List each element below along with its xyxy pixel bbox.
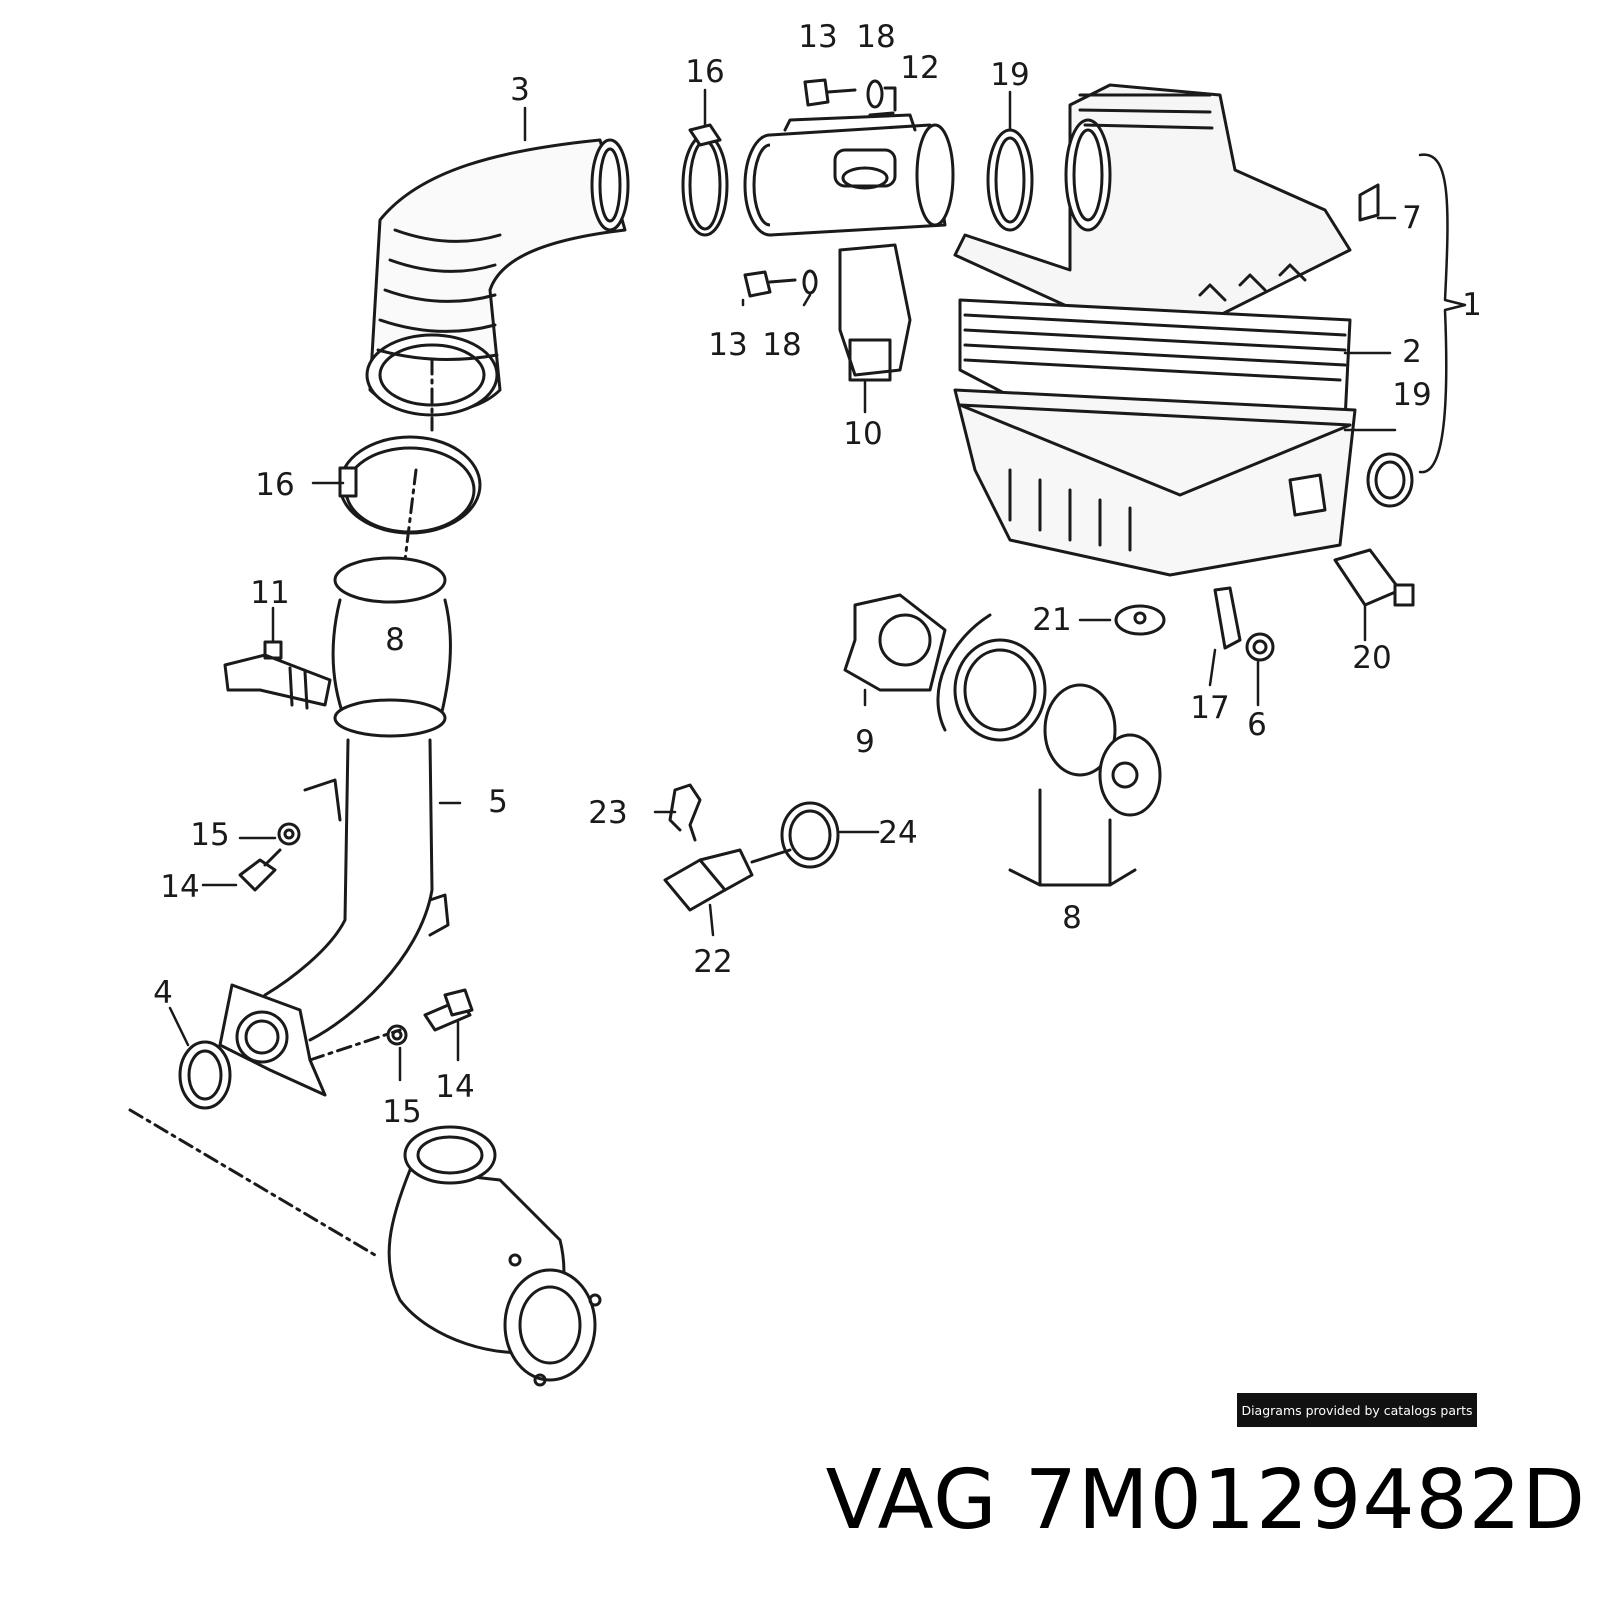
callout-24: 24 — [878, 815, 917, 851]
callout-18-mid: 18 — [762, 327, 801, 363]
air-filter-housing — [953, 83, 1380, 337]
charge-pipe-lower — [218, 556, 452, 1097]
parts-21-17-6 — [1114, 586, 1275, 662]
callout-14-left: 14 — [160, 869, 199, 905]
callout-labels: 1 2 3 4 5 6 7 8 8 9 10 11 12 13 13 14 14… — [153, 19, 1482, 1130]
callout-23: 23 — [588, 795, 627, 831]
callout-10: 10 — [843, 416, 882, 452]
assembly-8 — [936, 613, 1162, 887]
leader-lines — [168, 88, 1467, 1082]
callout-16-top: 16 — [685, 54, 724, 90]
callout-8-a: 8 — [385, 622, 405, 658]
callout-1: 1 — [1462, 287, 1482, 323]
callout-19-top: 19 — [990, 57, 1029, 93]
part-title: VAG 7M0129482D — [826, 1460, 1586, 1542]
air-mass-meter — [743, 113, 955, 237]
callout-8-b: 8 — [1062, 900, 1082, 936]
callout-15-right: 15 — [382, 1094, 421, 1130]
intake-hose-upper — [365, 138, 630, 432]
sensor-11 — [223, 640, 332, 710]
callout-19-side: 19 — [1392, 377, 1431, 413]
part-brand: VAG — [825, 1453, 998, 1548]
callout-5: 5 — [488, 784, 508, 820]
credit-badge: Diagrams provided by catalogs parts — [1237, 1393, 1477, 1427]
callout-18-top: 18 — [856, 19, 895, 55]
callout-9: 9 — [855, 724, 875, 760]
callout-14-right: 14 — [435, 1069, 474, 1105]
callout-12: 12 — [900, 50, 939, 86]
bolt-washer-top — [803, 78, 897, 117]
callout-13-top: 13 — [798, 19, 837, 55]
hose-clamp-lower — [338, 435, 482, 562]
callout-7: 7 — [1402, 200, 1422, 236]
callout-3: 3 — [510, 72, 530, 108]
callout-16-mid: 16 — [255, 467, 294, 503]
callout-11: 11 — [250, 575, 289, 611]
callout-2: 2 — [1402, 334, 1422, 370]
bolts-washers-lower — [238, 822, 474, 1046]
bracket-9 — [843, 593, 947, 692]
callout-21: 21 — [1032, 602, 1071, 638]
seal-top — [986, 128, 1034, 232]
hose-clamp-upper — [681, 123, 729, 237]
callout-22: 22 — [693, 944, 732, 980]
callout-13-mid: 13 — [708, 327, 747, 363]
control-unit — [743, 243, 912, 382]
callout-17: 17 — [1190, 690, 1229, 726]
callout-15-left: 15 — [190, 817, 229, 853]
callout-4: 4 — [153, 975, 173, 1011]
callout-20: 20 — [1352, 640, 1391, 676]
gasket-turbo — [128, 1040, 602, 1387]
part-20 — [1333, 548, 1415, 607]
housing-lower — [953, 388, 1414, 577]
part-number: 7M0129482D — [1024, 1453, 1586, 1548]
callout-6: 6 — [1247, 707, 1267, 743]
parts-22-23-24 — [663, 783, 840, 912]
